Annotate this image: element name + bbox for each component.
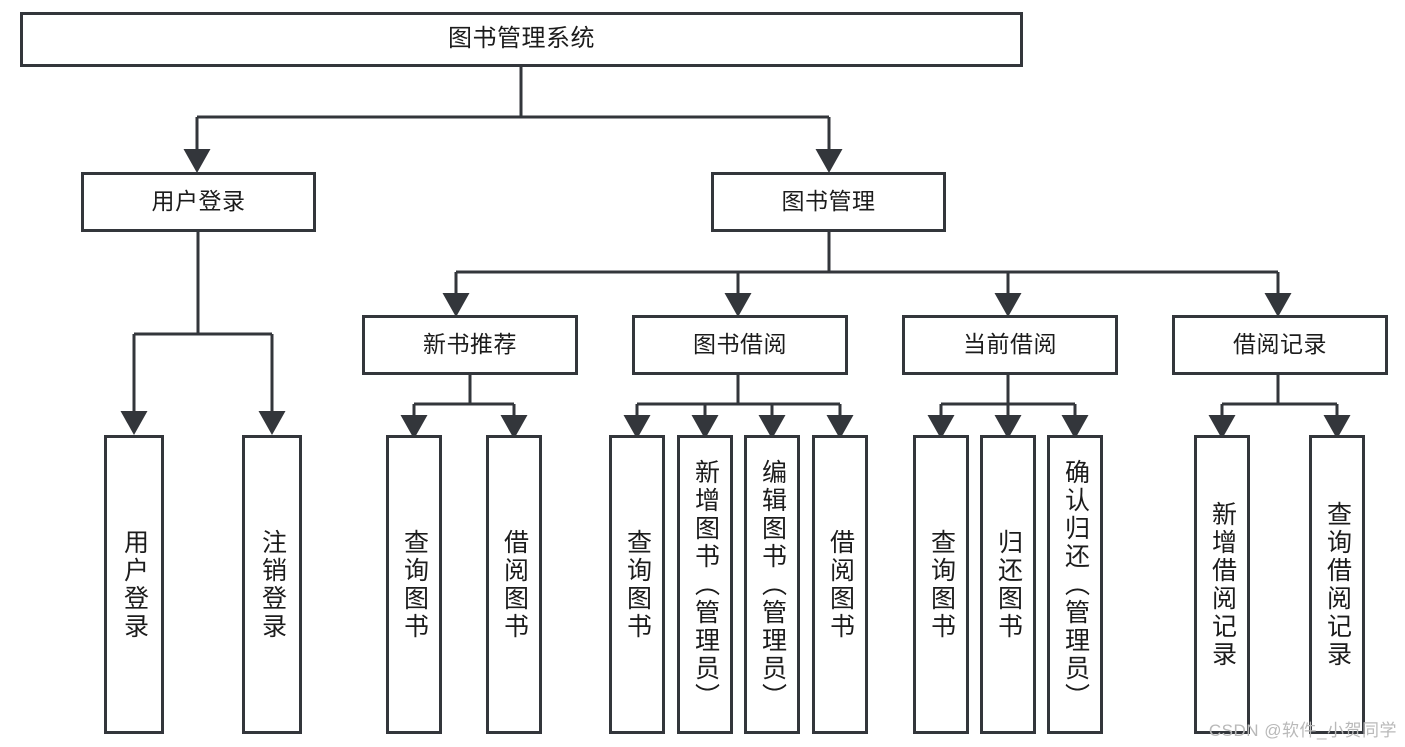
node-borrow-record[interactable]: 借阅记录 bbox=[1172, 315, 1388, 375]
node-label: 注销登录 bbox=[258, 528, 287, 641]
leaf-query-book-current[interactable]: 查询图书 bbox=[913, 435, 969, 734]
leaf-confirm-return-admin[interactable]: 确认归还（管理员） bbox=[1047, 435, 1103, 734]
node-current-borrow[interactable]: 当前借阅 bbox=[902, 315, 1118, 375]
node-label: 图书管理系统 bbox=[448, 25, 595, 53]
leaf-return-book[interactable]: 归还图书 bbox=[980, 435, 1036, 734]
node-label: 确认归还（管理员） bbox=[1061, 458, 1090, 711]
node-label: 归还图书 bbox=[994, 528, 1023, 641]
leaf-borrow-book-recommend[interactable]: 借阅图书 bbox=[486, 435, 542, 734]
node-label: 查询图书 bbox=[400, 528, 429, 641]
node-user-login[interactable]: 用户登录 bbox=[81, 172, 316, 232]
leaf-query-book-borrow[interactable]: 查询图书 bbox=[609, 435, 665, 734]
node-label: 用户登录 bbox=[151, 188, 246, 215]
node-label: 新增图书（管理员） bbox=[691, 458, 720, 711]
node-book-management[interactable]: 图书管理 bbox=[711, 172, 946, 232]
node-label: 用户登录 bbox=[120, 528, 149, 641]
node-label: 新增借阅记录 bbox=[1208, 500, 1237, 669]
node-label: 查询借阅记录 bbox=[1323, 500, 1352, 669]
node-label: 图书借阅 bbox=[693, 331, 787, 358]
node-book-borrow[interactable]: 图书借阅 bbox=[632, 315, 848, 375]
node-label: 当前借阅 bbox=[963, 331, 1057, 358]
leaf-query-borrow-record[interactable]: 查询借阅记录 bbox=[1309, 435, 1365, 734]
node-label: 查询图书 bbox=[927, 528, 956, 641]
node-label: 借阅图书 bbox=[500, 528, 529, 641]
node-label: 借阅记录 bbox=[1233, 331, 1327, 358]
node-root-system[interactable]: 图书管理系统 bbox=[20, 12, 1023, 67]
leaf-add-borrow-record[interactable]: 新增借阅记录 bbox=[1194, 435, 1250, 734]
leaf-edit-book-admin[interactable]: 编辑图书（管理员） bbox=[744, 435, 800, 734]
node-label: 查询图书 bbox=[623, 528, 652, 641]
leaf-user-login[interactable]: 用户登录 bbox=[104, 435, 164, 734]
node-new-book-recommend[interactable]: 新书推荐 bbox=[362, 315, 578, 375]
leaf-query-book-recommend[interactable]: 查询图书 bbox=[386, 435, 442, 734]
leaf-borrow-book[interactable]: 借阅图书 bbox=[812, 435, 868, 734]
leaf-logout[interactable]: 注销登录 bbox=[242, 435, 302, 734]
csdn-watermark: CSDN @软件_小贺同学 bbox=[1208, 721, 1397, 740]
node-label: 新书推荐 bbox=[423, 331, 517, 358]
node-label: 借阅图书 bbox=[826, 528, 855, 641]
leaf-add-book-admin[interactable]: 新增图书（管理员） bbox=[677, 435, 733, 734]
node-label: 编辑图书（管理员） bbox=[758, 458, 787, 711]
node-label: 图书管理 bbox=[781, 188, 876, 215]
